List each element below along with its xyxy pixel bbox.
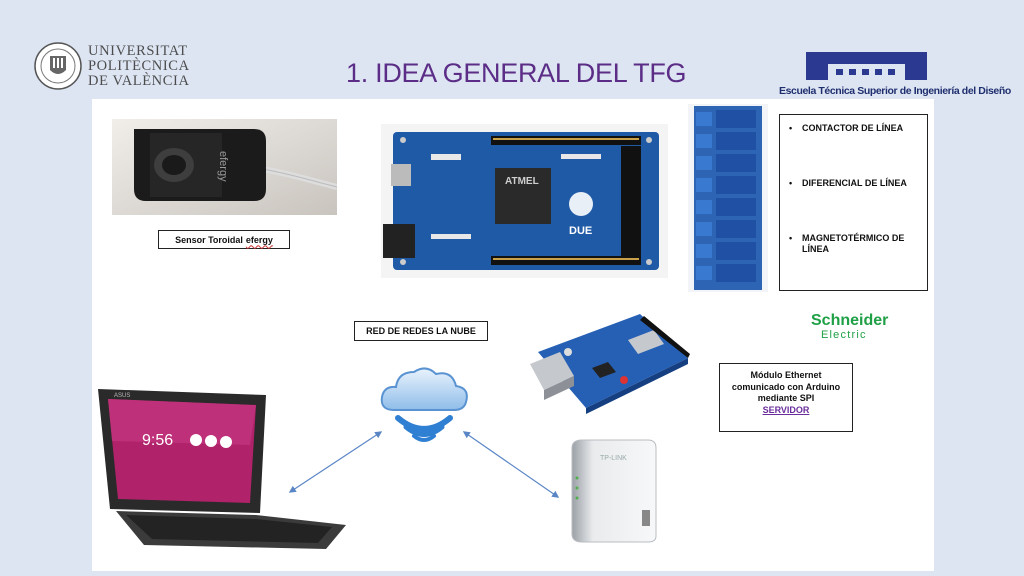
schneider-sub: Electric: [821, 329, 867, 341]
ethernet-module-label: Módulo Ethernet comunicado con Arduino m…: [719, 363, 853, 432]
upv-seal-icon: [34, 42, 82, 90]
protections-list: CONTACTOR DE LÍNEA DIFERENCIAL DE LÍNEA …: [779, 114, 928, 291]
arduino-brand-text: ATMEL: [505, 176, 539, 187]
university-name: UNIVERSITAT POLITÈCNICA DE VALÈNCIA: [88, 44, 198, 89]
cloud-wifi-icon: [380, 367, 468, 442]
protection-item: CONTACTOR DE LÍNEA: [789, 123, 921, 134]
ethernet-line: mediante SPI: [757, 393, 815, 403]
university-line: DE VALÈNCIA: [88, 73, 190, 89]
school-name: Escuela Técnica Superior de Ingeniería d…: [779, 85, 1011, 97]
slide-title: 1. IDEA GENERAL DEL TFG: [346, 58, 687, 88]
tablet-clock-text: 9:56: [142, 432, 173, 449]
schneider-logo: Schneider Electric: [811, 312, 889, 342]
sensor-label-prefix: Sensor Toroidal: [175, 234, 243, 245]
cloud-label: RED DE REDES LA NUBE: [354, 321, 488, 341]
router-image: TP-LINK: [571, 439, 657, 543]
etsid-logo-icon: [806, 52, 927, 80]
servidor-link[interactable]: SERVIDOR: [762, 404, 810, 415]
router-brand-text: TP-LINK: [600, 455, 627, 462]
arduino-due-image: ATMEL DUE: [381, 124, 668, 278]
schneider-name: Schneider: [811, 312, 889, 329]
ethernet-shield-image: [530, 314, 690, 414]
university-line: UNIVERSITAT: [88, 43, 188, 59]
protection-item: DIFERENCIAL DE LÍNEA: [789, 178, 921, 189]
sensor-label-brand: efergy: [245, 234, 273, 245]
sensor-brand-text: efergy: [217, 151, 229, 182]
toroidal-sensor-image: efergy: [112, 119, 337, 215]
protection-item: MAGNETOTÉRMICO DE LÍNEA: [789, 233, 921, 255]
tablet-image: ASUS 9:56: [98, 389, 346, 549]
sensor-label: Sensor Toroidal efergy: [158, 230, 290, 249]
ethernet-line: comunicado con Arduino: [731, 381, 841, 392]
relay-module-image: [688, 104, 768, 292]
university-line: POLITÈCNICA: [88, 58, 190, 74]
tablet-brand-text: ASUS: [114, 393, 130, 399]
ethernet-line: Módulo Ethernet: [750, 370, 822, 380]
arduino-model-text: DUE: [569, 225, 592, 237]
